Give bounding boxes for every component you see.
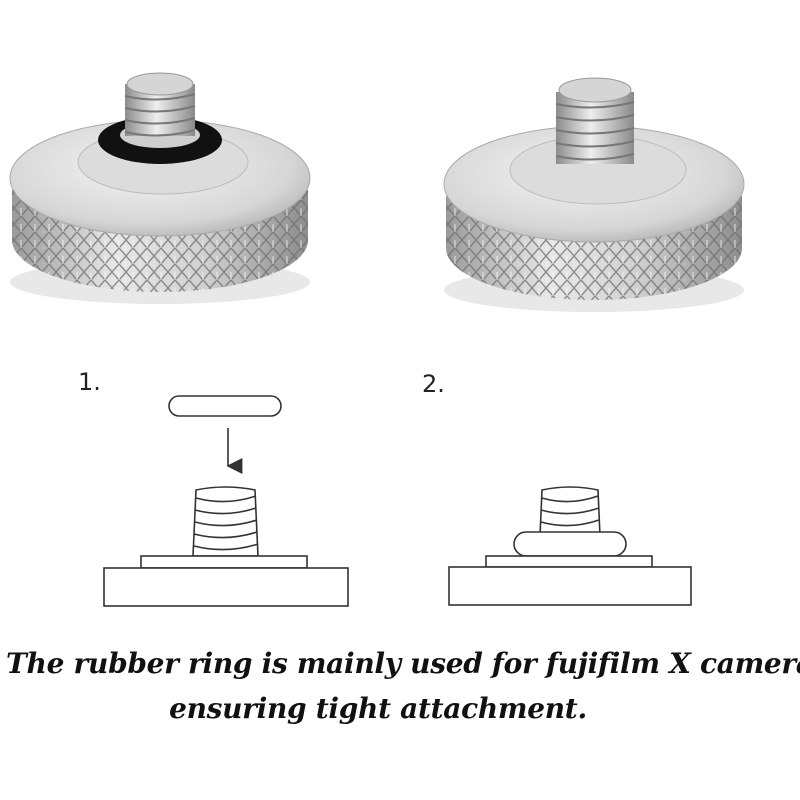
button-base	[448, 566, 692, 606]
screw-sideview	[192, 486, 259, 557]
shutter-button-without-ring	[443, 77, 745, 312]
screw-sideview	[539, 486, 601, 537]
step-1-label: 1.	[78, 368, 101, 396]
step1-drawing	[103, 395, 349, 607]
button-base	[103, 567, 349, 607]
screw-thread	[556, 92, 634, 164]
step2-drawing	[448, 486, 692, 606]
button-base-step	[140, 555, 308, 569]
caption-line-2: ensuring tight attachment.	[169, 692, 587, 725]
caption-line-1: The rubber ring is mainly used for fujif…	[6, 647, 800, 680]
rubber-ring-sideview	[168, 395, 282, 417]
step-2-label: 2.	[422, 370, 445, 398]
shutter-button-with-ring	[9, 72, 311, 304]
rubber-ring-installed	[513, 531, 627, 557]
button-base-step	[485, 555, 653, 568]
